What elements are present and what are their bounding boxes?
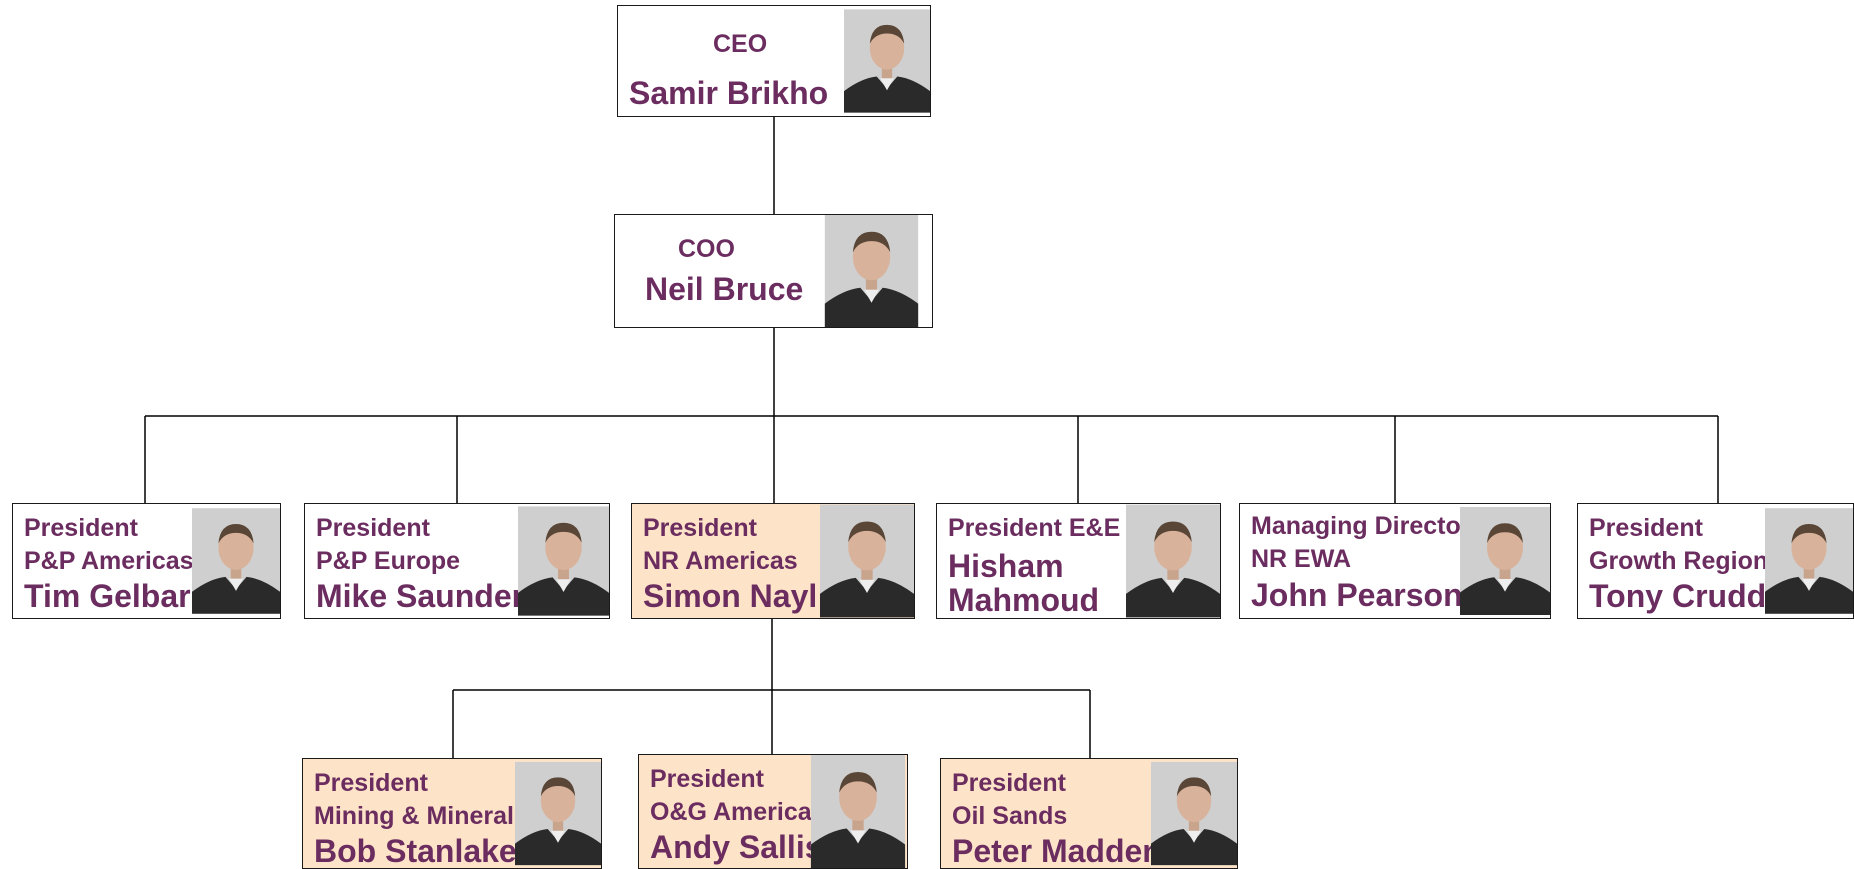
coo-name: Neil Bruce bbox=[645, 271, 804, 307]
president-name: Tim Gelbar bbox=[24, 578, 191, 614]
report-unit: O&G Americas bbox=[650, 798, 826, 826]
president-name: John Pearson bbox=[1251, 577, 1463, 613]
person-photo-icon bbox=[809, 755, 907, 868]
ceo-role: CEO bbox=[713, 30, 768, 58]
president-unit: P&P Americas bbox=[24, 547, 194, 575]
president-unit: P&P Europe bbox=[316, 547, 461, 575]
president-name: Mike Saunder bbox=[316, 578, 525, 614]
president-unit: Growth Region bbox=[1589, 547, 1769, 575]
president-box: Managing Directo NR EWA John Pearson bbox=[1239, 503, 1551, 619]
nr-report-box: President Mining & Minerals Bob Stanlake bbox=[302, 758, 602, 869]
president-unit: NR Americas bbox=[643, 547, 798, 575]
president-name-first: Hisham bbox=[948, 548, 1064, 584]
person-photo-icon bbox=[515, 759, 601, 868]
ceo-name: Samir Brikho bbox=[629, 75, 829, 111]
president-name-last: Mahmoud bbox=[948, 582, 1100, 618]
person-photo-icon bbox=[811, 215, 932, 327]
person-photo-icon bbox=[1765, 504, 1853, 618]
nr-report-box: President O&G Americas Andy Sallis bbox=[638, 754, 908, 869]
report-title: President bbox=[650, 765, 764, 793]
president-name: Tony Crudd bbox=[1589, 578, 1767, 614]
president-box: President Growth Region Tony Crudd bbox=[1577, 503, 1854, 619]
person-photo-icon bbox=[820, 504, 914, 618]
person-photo-icon bbox=[1460, 504, 1550, 618]
report-name: Andy Sallis bbox=[650, 829, 823, 865]
report-title: President bbox=[952, 769, 1066, 797]
president-title: President bbox=[1589, 514, 1703, 542]
report-name: Peter Madden bbox=[952, 833, 1162, 869]
report-unit: Mining & Minerals bbox=[314, 802, 528, 830]
person-photo-icon bbox=[518, 504, 609, 618]
president-box: President E&E Hisham Mahmoud bbox=[936, 503, 1221, 619]
coo-box: COO Neil Bruce bbox=[614, 214, 933, 328]
president-title: President E&E bbox=[948, 514, 1121, 542]
president-title: President bbox=[24, 514, 138, 542]
president-box: President P&P Americas Tim Gelbar bbox=[12, 503, 281, 619]
president-title: President bbox=[316, 514, 430, 542]
coo-role: COO bbox=[678, 235, 735, 263]
ceo-box: CEO Samir Brikho bbox=[617, 5, 931, 117]
person-photo-icon bbox=[1126, 504, 1220, 618]
president-box: President P&P Europe Mike Saunder bbox=[304, 503, 610, 619]
report-title: President bbox=[314, 769, 428, 797]
nr-report-box: President Oil Sands Peter Madden bbox=[940, 758, 1238, 869]
person-photo-icon bbox=[1151, 759, 1237, 868]
president-title: President bbox=[643, 514, 757, 542]
president-box-highlighted: President NR Americas Simon Nayl bbox=[631, 503, 915, 619]
person-photo-icon bbox=[844, 6, 930, 116]
president-name: Simon Nayl bbox=[643, 578, 818, 614]
person-photo-icon bbox=[192, 504, 280, 618]
president-title: Managing Directo bbox=[1251, 512, 1461, 540]
president-unit: NR EWA bbox=[1251, 545, 1351, 573]
report-unit: Oil Sands bbox=[952, 802, 1068, 830]
report-name: Bob Stanlake bbox=[314, 833, 517, 869]
